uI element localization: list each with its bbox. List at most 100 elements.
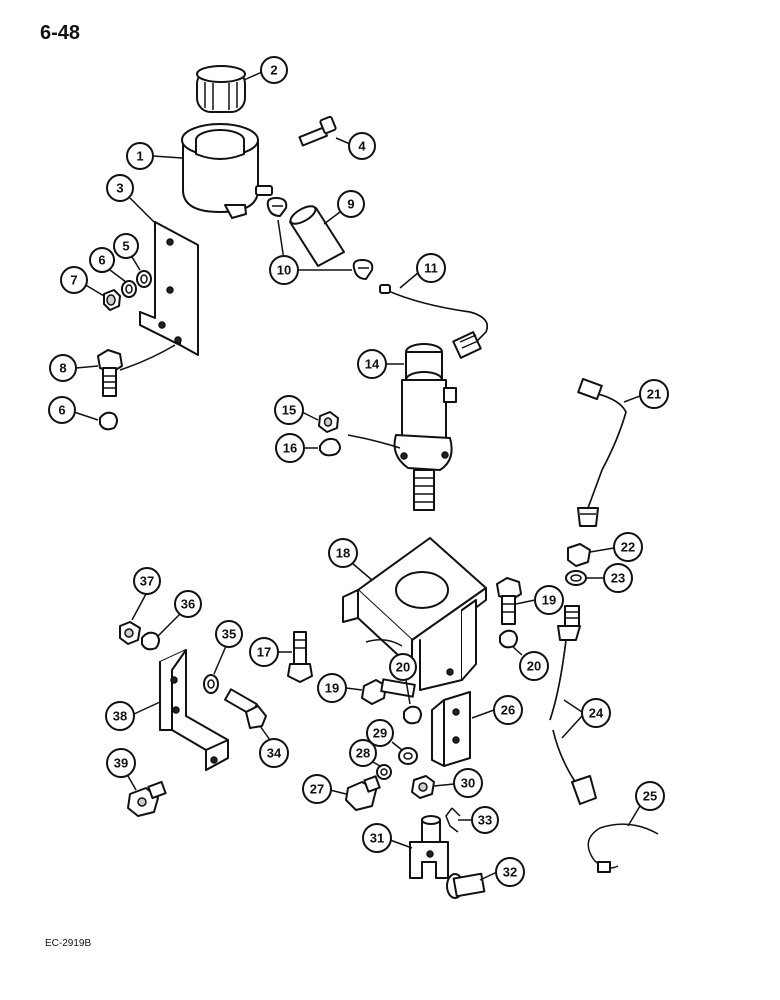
callout-23-label: 23	[611, 571, 625, 586]
bolt-34	[224, 688, 267, 729]
callout-11-label: 11	[424, 261, 438, 276]
hose-9	[289, 205, 345, 267]
callout-19-lower	[317, 673, 347, 703]
callout-31-label: 31	[370, 831, 384, 846]
callout-31	[362, 823, 392, 853]
callout-11	[416, 253, 446, 283]
callout-24	[581, 698, 611, 728]
clevis-pin-32	[446, 872, 486, 899]
callout-20-right-label: 20	[527, 659, 541, 674]
callout-25	[635, 781, 665, 811]
callout-14	[357, 349, 387, 379]
callout-32	[495, 857, 525, 887]
lock-washer-20-right	[499, 629, 518, 649]
callout-22-label: 22	[621, 540, 635, 555]
callout-16	[275, 433, 305, 463]
callout-26	[493, 695, 523, 725]
callout-19-upper-label: 19	[542, 593, 556, 608]
washer-28	[376, 764, 392, 780]
callout-10-label: 10	[277, 263, 291, 278]
callout-26-label: 26	[501, 703, 515, 718]
callout-20-right	[519, 651, 549, 681]
callout-5-label: 5	[122, 239, 129, 254]
mounting-plate-18	[342, 537, 487, 691]
callout-6-lower-label: 6	[58, 403, 65, 418]
callout-15-label: 15	[282, 403, 296, 418]
nut-30	[411, 775, 435, 799]
callout-4	[348, 132, 376, 160]
callout-14-label: 14	[365, 357, 380, 372]
callout-39-label: 39	[114, 756, 128, 771]
callout-25-label: 25	[643, 789, 657, 804]
callout-16-label: 16	[283, 441, 297, 456]
callout-38-label: 38	[113, 709, 127, 724]
callout-34	[259, 738, 289, 768]
flexible-hose-24	[549, 605, 597, 805]
callout-2	[260, 56, 288, 84]
lock-washer-16	[319, 437, 341, 457]
retaining-clip-25	[587, 823, 659, 873]
bracket-3	[119, 221, 199, 371]
callout-35	[215, 620, 243, 648]
callout-17	[249, 637, 279, 667]
callout-3	[106, 174, 134, 202]
callout-9	[337, 190, 365, 218]
bolt-4	[298, 115, 337, 147]
reservoir-cap	[196, 65, 246, 113]
brake-pipe-21	[577, 378, 627, 527]
callout-1-label: 1	[136, 149, 143, 164]
callout-27-label: 27	[310, 782, 324, 797]
callout-9-label: 9	[347, 197, 354, 212]
page-number: 6-48	[40, 22, 81, 44]
callout-33	[471, 806, 499, 834]
callout-24-label: 24	[589, 706, 604, 721]
callout-30-label: 30	[461, 776, 475, 791]
callout-32-label: 32	[503, 865, 517, 880]
washer-35	[203, 674, 219, 694]
callout-2-label: 2	[270, 63, 277, 78]
bolt-17	[287, 631, 313, 683]
callout-33-label: 33	[478, 813, 492, 828]
bracket-38	[159, 649, 229, 771]
callout-15	[274, 395, 304, 425]
lock-washer-20-center	[403, 705, 422, 725]
callout-1	[126, 142, 154, 170]
callout-30	[453, 768, 483, 798]
adjuster-27	[345, 775, 381, 811]
hose-clamp-10	[266, 197, 374, 280]
callout-37-label: 37	[140, 574, 154, 589]
callout-29-label: 29	[373, 726, 387, 741]
callout-23	[603, 563, 633, 593]
callout-28-label: 28	[356, 746, 370, 761]
nut-22	[567, 543, 591, 567]
bolt-19-upper	[496, 577, 522, 625]
callout-6-lower	[48, 396, 76, 424]
clevis-31	[409, 815, 449, 879]
callout-20-center-label: 20	[396, 660, 410, 675]
callout-18	[328, 538, 358, 568]
bolt-8	[97, 349, 123, 397]
callout-19-lower-label: 19	[325, 681, 339, 696]
callout-17-label: 17	[257, 645, 271, 660]
callout-34-label: 34	[267, 746, 282, 761]
washer-5	[136, 270, 152, 288]
callout-6-upper-label: 6	[98, 253, 105, 268]
nut-7	[103, 289, 121, 311]
callout-28	[349, 739, 377, 767]
washer-29	[398, 747, 418, 765]
callout-3-label: 3	[116, 181, 123, 196]
nut-15	[318, 411, 339, 433]
callout-36-label: 36	[181, 597, 195, 612]
nut-37	[119, 621, 141, 645]
callout-29	[366, 719, 394, 747]
washer-23	[565, 570, 587, 586]
drawing-code: EC-2919B	[45, 938, 92, 949]
callout-21	[639, 379, 669, 409]
clip-pin-33	[445, 807, 461, 833]
callout-21-label: 21	[647, 387, 661, 402]
brake-pipe-11	[379, 284, 488, 359]
master-cylinder-14	[347, 343, 457, 511]
callout-8	[49, 354, 77, 382]
callout-35-label: 35	[222, 627, 236, 642]
